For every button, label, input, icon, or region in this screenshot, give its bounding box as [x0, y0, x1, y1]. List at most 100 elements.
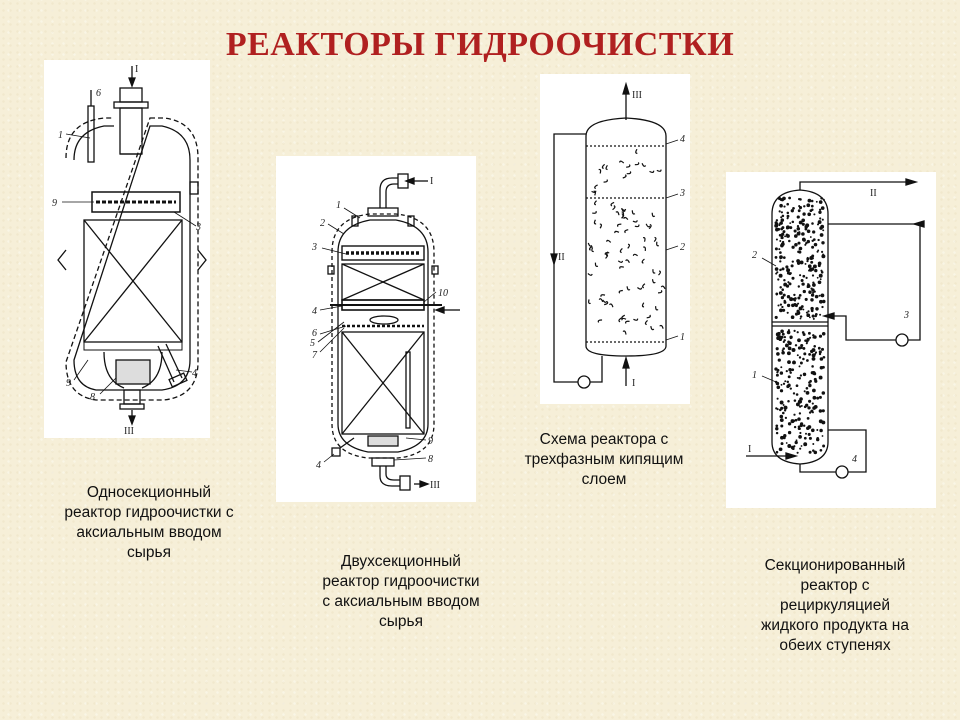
- catalyst-dot: [817, 346, 821, 350]
- bubble-mark: [594, 262, 599, 268]
- catalyst-dot: [801, 222, 805, 226]
- catalyst-dot: [782, 308, 786, 312]
- catalyst-dot: [807, 212, 812, 217]
- bubble-mark: [642, 237, 646, 242]
- catalyst-dot: [792, 392, 796, 395]
- catalyst-dot: [779, 255, 783, 259]
- catalyst-dot: [774, 247, 778, 251]
- catalyst-dot: [799, 423, 803, 428]
- bubble-mark: [618, 317, 622, 323]
- catalyst-dot: [812, 283, 816, 287]
- catalyst-dot: [780, 366, 783, 369]
- bubble-mark: [656, 169, 662, 172]
- catalyst-dot: [778, 291, 783, 295]
- catalyst-dot: [794, 418, 798, 422]
- catalyst-dot: [819, 357, 824, 361]
- bubble-mark: [642, 246, 646, 252]
- bubble-mark: [624, 229, 629, 234]
- caption-diagram-2: Двухсекционный реактор гидроочистки с ак…: [322, 553, 480, 630]
- catalyst-dot: [781, 214, 785, 218]
- label-4: 4: [192, 368, 197, 379]
- catalyst-dot: [794, 243, 798, 247]
- label-8: 8: [90, 392, 95, 403]
- catalyst-dot: [784, 343, 789, 348]
- catalyst-dot: [777, 278, 780, 281]
- catalyst-dot: [797, 427, 801, 430]
- catalyst-dot: [802, 357, 805, 361]
- catalyst-dot: [805, 276, 808, 280]
- catalyst-dot: [800, 445, 803, 447]
- catalyst-dot: [805, 432, 807, 435]
- catalyst-dot: [799, 431, 802, 435]
- catalyst-dot: [799, 374, 803, 377]
- catalyst-dot: [802, 274, 806, 278]
- catalyst-dot: [788, 239, 791, 243]
- catalyst-dot: [785, 265, 789, 269]
- catalyst-dot: [812, 406, 816, 410]
- catalyst-dot: [793, 293, 796, 297]
- catalyst-dot: [811, 402, 814, 405]
- label-4-top: 4: [312, 306, 317, 317]
- catalyst-dot: [797, 285, 800, 288]
- catalyst-dot: [780, 211, 783, 214]
- catalyst-dot: [814, 268, 818, 273]
- catalyst-dot: [779, 260, 782, 263]
- catalyst-dot: [798, 294, 802, 297]
- catalyst-dot: [788, 282, 792, 286]
- catalyst-dot: [781, 226, 785, 230]
- bubble-mark: [626, 286, 631, 291]
- catalyst-dot: [820, 347, 825, 351]
- catalyst-dot: [793, 399, 797, 402]
- catalyst-dot: [792, 297, 796, 301]
- catalyst-dot: [809, 336, 812, 339]
- bubble-mark: [600, 294, 606, 297]
- catalyst-dot: [818, 375, 823, 380]
- bubble-mark: [621, 208, 626, 212]
- catalyst-dot: [819, 217, 822, 220]
- catalyst-dot: [796, 354, 799, 357]
- catalyst-dot: [817, 280, 822, 285]
- catalyst-dot: [821, 391, 826, 395]
- catalyst-dot: [780, 329, 784, 334]
- catalyst-dot: [795, 439, 798, 442]
- bubble-mark: [644, 320, 648, 326]
- bubble-mark: [637, 287, 643, 290]
- catalyst-dot: [780, 406, 784, 410]
- catalyst-dot: [802, 212, 806, 216]
- bubble-mark: [634, 224, 640, 228]
- bubble-mark: [656, 241, 660, 247]
- catalyst-dot: [822, 253, 825, 256]
- bubble-mark: [606, 239, 612, 243]
- catalyst-dot: [793, 229, 797, 233]
- label-3: 3: [311, 242, 317, 253]
- bubble-mark: [598, 298, 604, 303]
- catalyst-dot: [780, 435, 784, 440]
- catalyst-dot: [782, 411, 785, 415]
- catalyst-dot: [784, 416, 788, 420]
- catalyst-dot: [800, 346, 803, 350]
- catalyst-dot: [820, 269, 823, 272]
- catalyst-dot: [778, 248, 781, 251]
- label-3: 3: [195, 222, 201, 233]
- diagram-single-section-reactor: I 6 1 9 3 4 9 8 III: [44, 60, 210, 438]
- bubble-mark: [597, 319, 603, 323]
- catalyst-dot: [812, 395, 817, 400]
- catalyst-dot: [806, 337, 810, 342]
- bubble-mark: [623, 216, 629, 220]
- catalyst-dot: [783, 434, 787, 438]
- catalyst-dot: [787, 272, 790, 275]
- catalyst-dot: [780, 335, 784, 339]
- catalyst-dot: [821, 218, 824, 221]
- label-output-3: III: [124, 426, 134, 437]
- label-2: 2: [320, 218, 325, 229]
- catalyst-dot: [816, 276, 819, 279]
- catalyst-dot: [806, 257, 810, 261]
- catalyst-dot: [775, 347, 779, 351]
- catalyst-dot: [781, 349, 784, 352]
- catalyst-dot: [800, 305, 804, 308]
- catalyst-dot: [797, 241, 801, 245]
- catalyst-dot: [778, 224, 781, 227]
- bubble-mark: [621, 211, 625, 217]
- catalyst-dot: [781, 305, 784, 309]
- catalyst-dot: [820, 196, 823, 200]
